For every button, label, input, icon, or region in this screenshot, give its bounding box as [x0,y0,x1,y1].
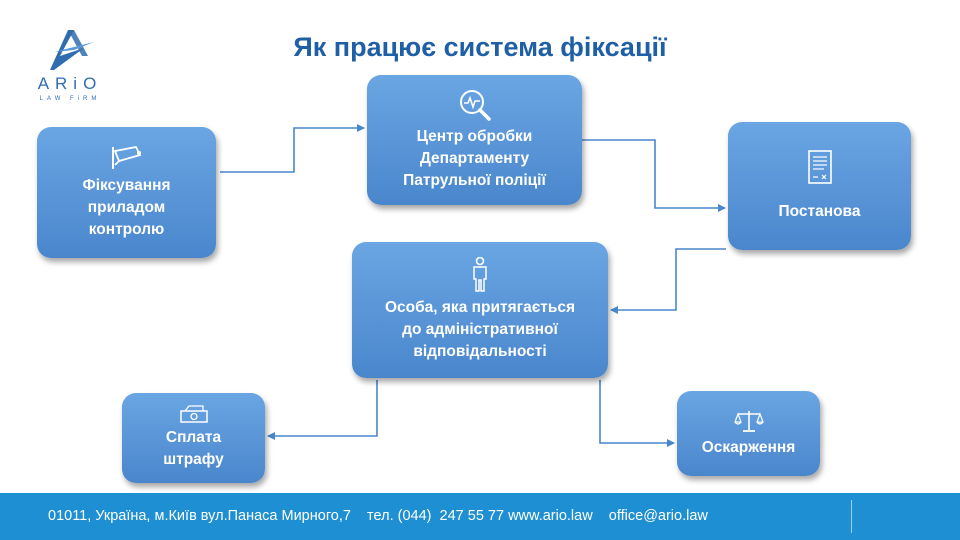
footer-contacts: 01011, Україна, м.Київ вул.Панаса Мирног… [48,508,708,524]
node-fine-payment: Сплата штрафу [122,393,265,483]
person-icon [473,257,487,292]
scales-icon [733,410,764,432]
node-processing-center: Центр обробки Департаменту Патрульної по… [367,75,582,205]
ario-logo-mark-icon [50,30,94,70]
footer-divider [851,500,852,533]
node-appeal: Оскарження [677,391,820,476]
node-decision: Постанова [728,122,911,250]
node-person-label: Особа, яка притягається до адміністратив… [384,299,576,360]
logo-subtitle: LAW FiRM [39,96,101,102]
node-payment-label: Сплата штрафу [163,429,224,468]
arrow-person-to-appeal [599,380,675,447]
arrow-center-to-decision [582,139,726,212]
camera-icon [111,145,141,169]
node-decision-label: Постанова [778,203,861,220]
arrow-recording-to-center [220,124,365,173]
magnifier-icon [459,90,491,121]
slide-title: Як працює система фіксації [293,32,667,62]
ario-logo: ARiO LAW FiRM [28,26,112,110]
arrow-decision-to-person [610,248,726,314]
document-icon [807,150,832,184]
node-liable-person: Особа, яка притягається до адміністратив… [352,242,608,378]
node-center-label: Центр обробки Департаменту Патрульної по… [403,128,546,189]
node-recording-label: Фіксування приладом контролю [82,176,171,238]
footer-bar: 01011, Україна, м.Київ вул.Панаса Мирног… [0,493,960,540]
node-recording: Фіксування приладом контролю [37,127,216,258]
node-appeal-label: Оскарження [701,438,796,456]
logo-word: ARiO [37,74,103,93]
cash-icon [179,405,208,423]
arrow-person-to-payment [267,380,378,440]
